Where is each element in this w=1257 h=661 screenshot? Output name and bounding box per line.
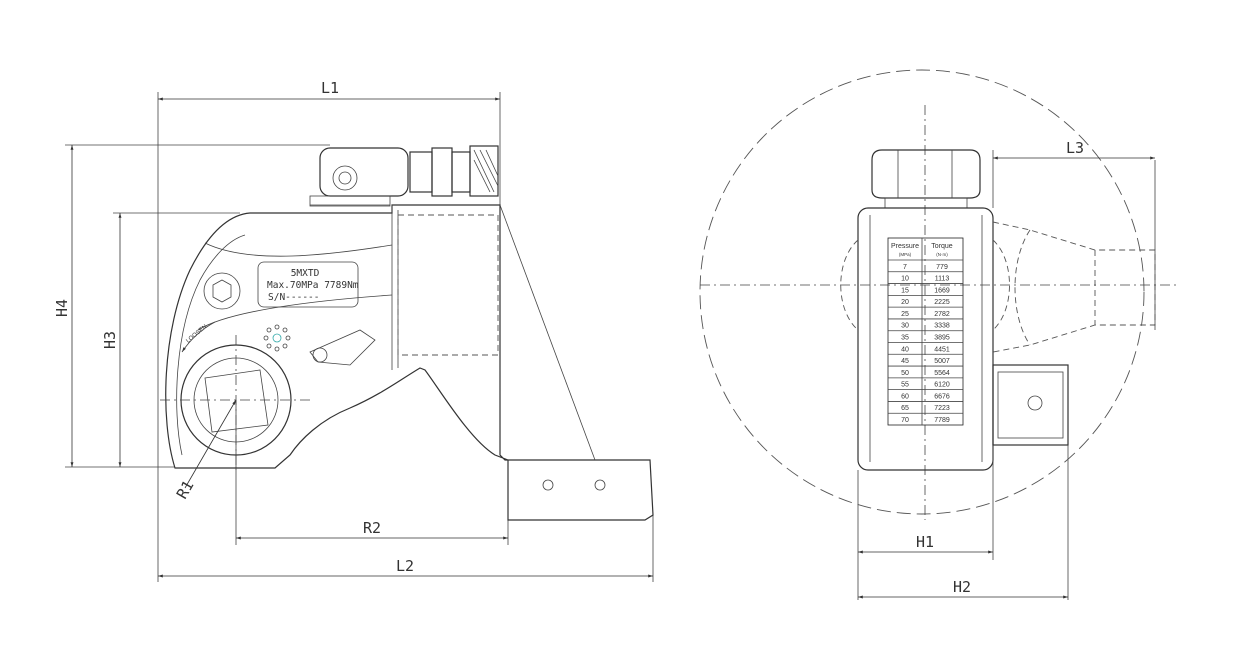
drive-block — [992, 364, 1069, 446]
table-cell-pressure: 20 — [901, 299, 909, 306]
table-cell-torque: 1113 — [935, 276, 950, 283]
dim-H2: H2 — [953, 578, 971, 596]
bracket-hole — [594, 479, 606, 491]
nameplate-model: 5MXTD — [291, 268, 320, 279]
table-cell-torque: 779 — [936, 264, 948, 271]
torque-table: Pressure Torque (MPa) (N·m) 7 779 10 1113 15… — [887, 237, 964, 426]
table-cell-torque: 1669 — [934, 287, 950, 294]
table-cell-pressure: 55 — [901, 382, 909, 389]
table-cell-pressure: 30 — [901, 323, 909, 330]
dim-R1: R1 — [173, 477, 198, 502]
coupler-icon — [469, 145, 499, 197]
dim-H4: H4 — [53, 299, 71, 317]
table-cell-pressure: 45 — [901, 358, 909, 365]
table-cell-pressure: 15 — [901, 287, 909, 294]
table-cell-pressure: 40 — [901, 346, 909, 353]
dim-L2: L2 — [396, 557, 414, 575]
table-cell-torque: 5564 — [934, 370, 950, 377]
dim-L3: L3 — [1066, 139, 1084, 157]
table-header-torque: Torque — [931, 243, 953, 250]
hex-plug-icon — [203, 272, 241, 310]
cylinder-body — [857, 207, 994, 471]
bracket-hole — [542, 479, 554, 491]
table-cell-pressure: 7 — [903, 264, 907, 271]
table-cell-torque: 2225 — [934, 299, 950, 306]
table-cell-pressure: 25 — [901, 311, 909, 318]
table-cell-pressure: 70 — [901, 417, 909, 424]
table-unit-torque: (N·m) — [936, 252, 948, 257]
table-cell-torque: 3338 — [934, 323, 950, 330]
nameplate-serial: S/N------ — [268, 292, 319, 303]
table-cell-pressure: 50 — [901, 370, 909, 377]
hose-swivel — [309, 145, 499, 207]
nameplate-rating: Max.70MPa 7789Nm — [267, 280, 359, 291]
loosen-arrow-icon — [181, 321, 216, 353]
table-cell-torque: 6120 — [934, 382, 950, 389]
table-cell-torque: 2782 — [934, 311, 950, 318]
table-header-pressure: Pressure — [891, 243, 919, 250]
tool-head: 5MXTD Max.70MPa 7789Nm S/N------ LOOSEN — [160, 204, 654, 521]
dimensions-left: L1 H4 H3 R2 L2 R1 — [53, 79, 653, 578]
table-unit-pressure: (MPa) — [899, 252, 912, 257]
dim-R2: R2 — [363, 519, 381, 537]
table-cell-torque: 3895 — [934, 335, 950, 342]
table-cell-torque: 6676 — [934, 393, 950, 400]
table-cell-torque: 5007 — [934, 358, 950, 365]
table-cell-torque: 4451 — [934, 346, 950, 353]
vent-holes-icon — [263, 324, 291, 352]
extension-lines — [65, 92, 654, 582]
drive-hole — [1027, 395, 1043, 411]
table-cell-torque: 7223 — [934, 405, 950, 412]
table-cell-pressure: 10 — [901, 276, 909, 283]
table-cell-pressure: 65 — [901, 405, 909, 412]
table-cell-torque: 7789 — [934, 417, 950, 424]
front-view: Pressure Torque (MPa) (N·m) 7 779 10 1113 15… — [699, 69, 1180, 600]
side-view: 5MXTD Max.70MPa 7789Nm S/N------ LOOSEN — [53, 79, 654, 582]
dim-L1: L1 — [321, 79, 339, 97]
table-cell-pressure: 35 — [901, 335, 909, 342]
swing-radius-circle — [699, 69, 1145, 515]
nameplate — [257, 261, 359, 308]
dim-H3: H3 — [101, 331, 119, 349]
dim-H1: H1 — [916, 533, 934, 551]
table-cell-pressure: 60 — [901, 393, 909, 400]
